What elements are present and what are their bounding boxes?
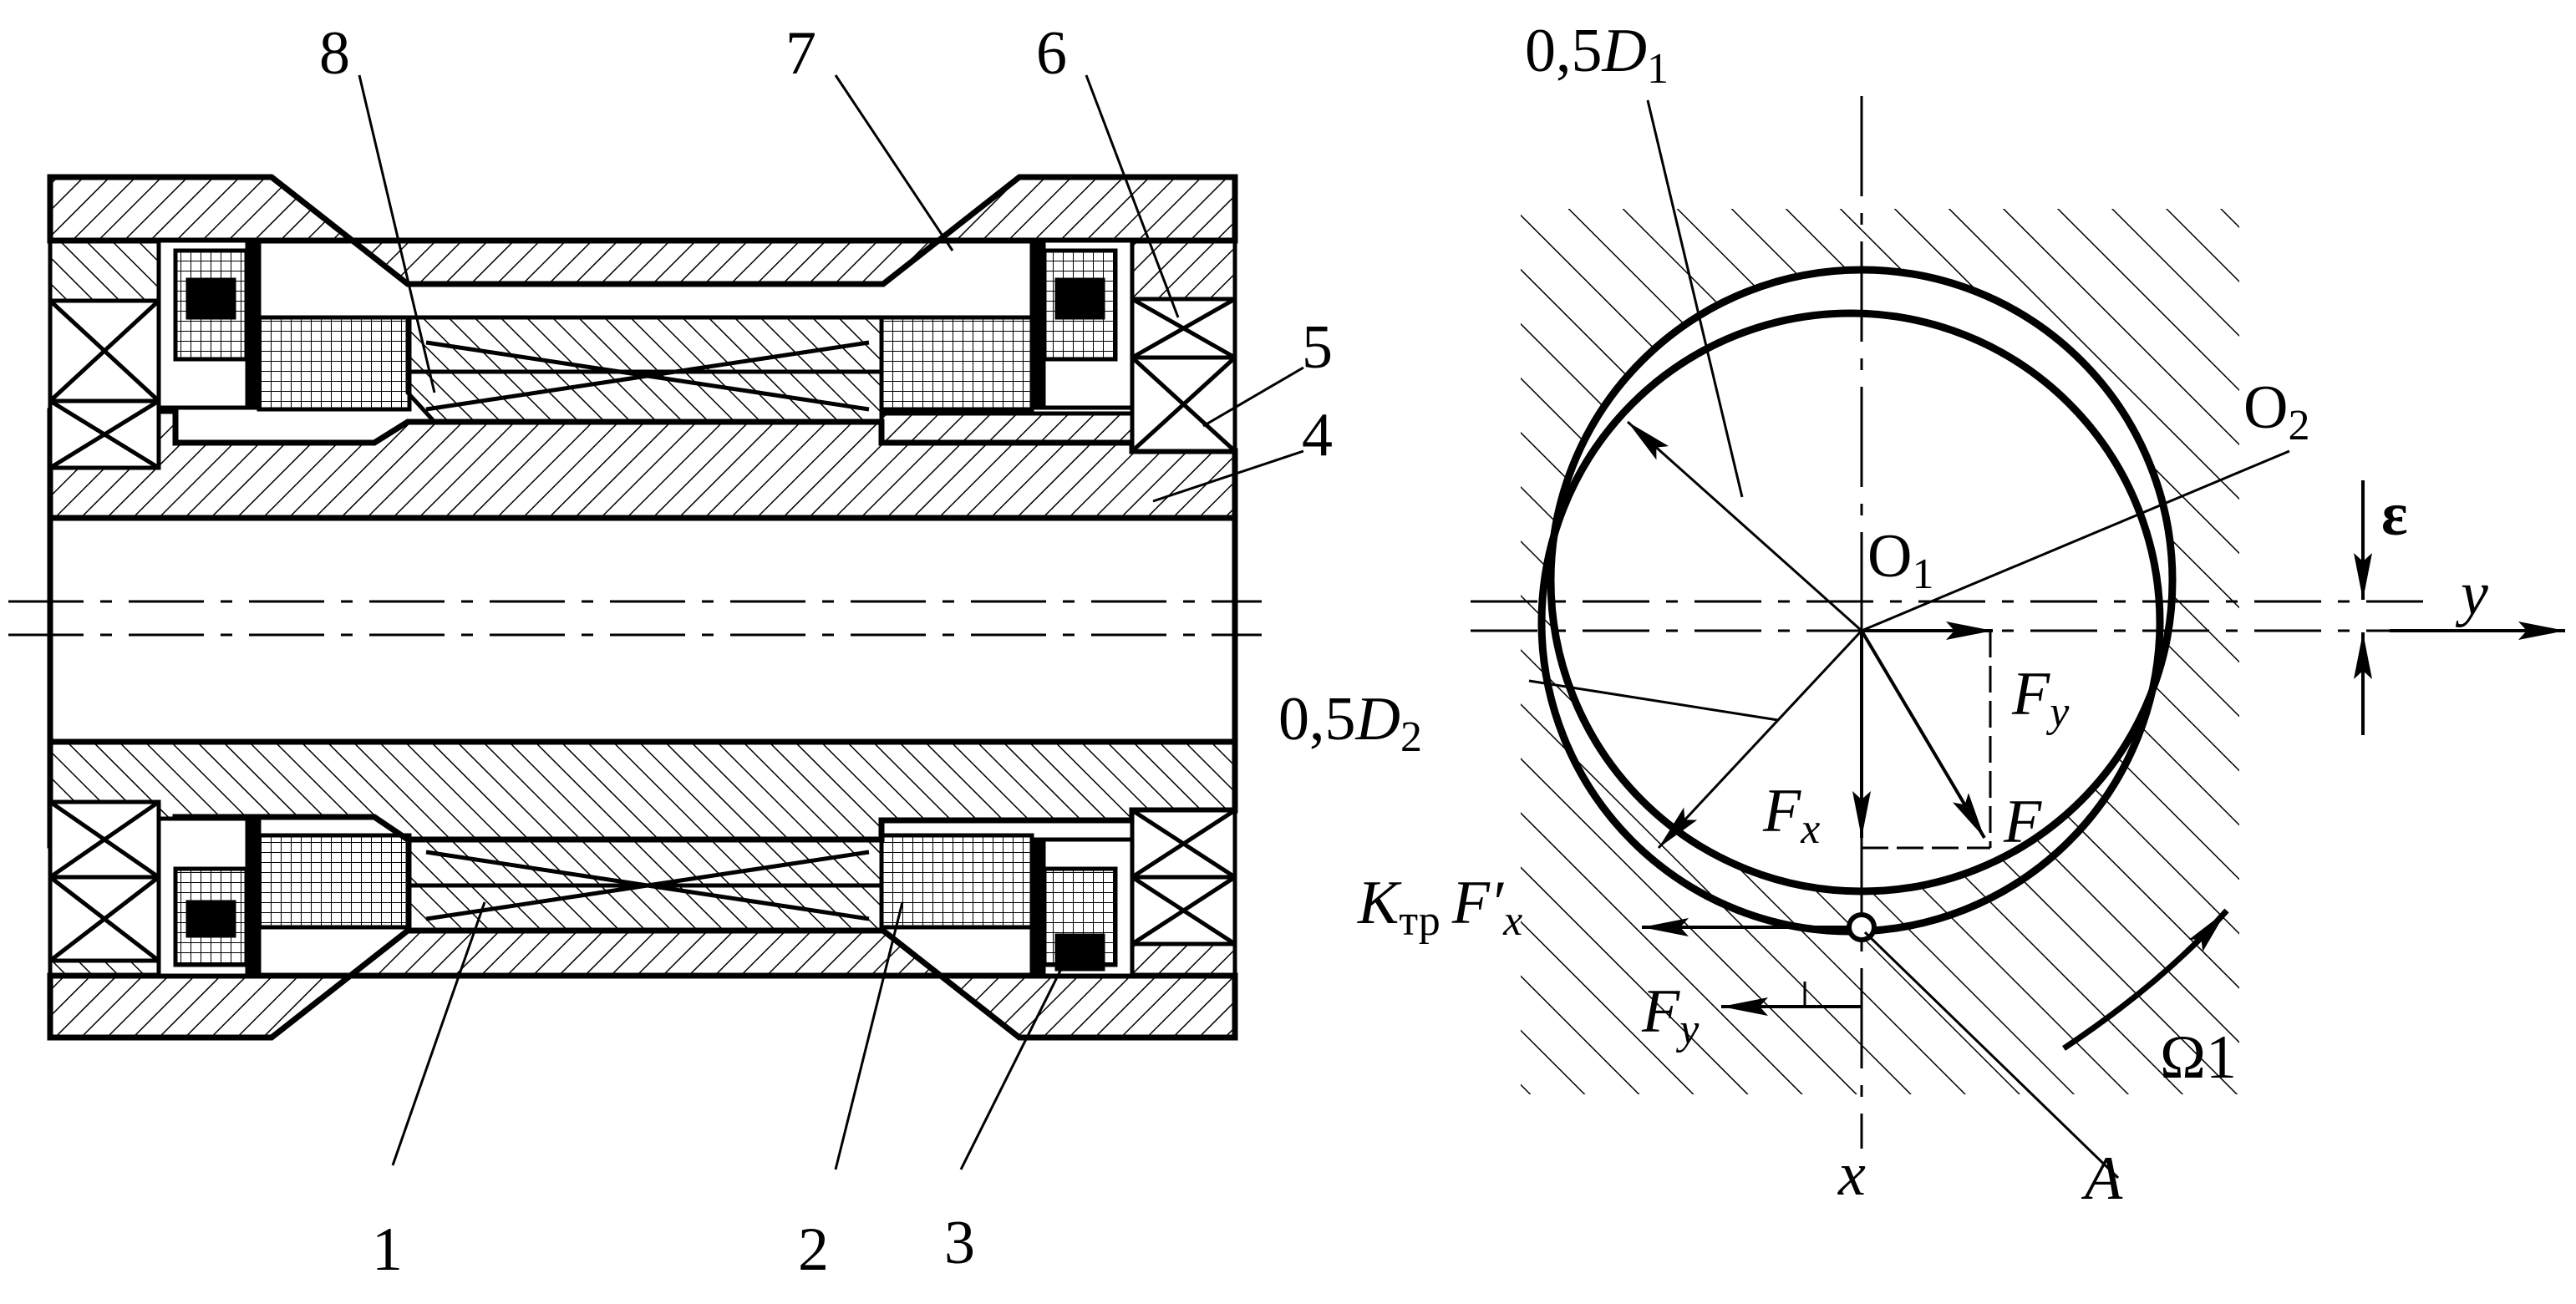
callout-8: 8: [319, 19, 350, 88]
label-fx: Fx: [1762, 777, 1820, 853]
callout-6: 6: [1036, 19, 1067, 88]
label-f: F: [2003, 788, 2042, 856]
center-axis-left: [8, 600, 1262, 637]
label-x-axis: x: [1837, 1140, 1866, 1209]
label-fy-lower: Fy: [1641, 977, 1700, 1053]
bottom-internal-components: [48, 799, 1237, 978]
bearing-section-view: 8 7 6 5 4 1 2 3: [8, 19, 1333, 1284]
label-epsilon: ε: [2381, 480, 2408, 549]
radius-d1-line: [1627, 420, 1862, 632]
shaft-bore: [47, 515, 1238, 745]
callout-5: 5: [1302, 313, 1333, 382]
callout-3: 3: [944, 1209, 975, 1277]
label-d1: 0,5D1: [1525, 17, 1669, 93]
label-fy-upper: Fy: [2011, 660, 2070, 736]
label-point-a: A: [2081, 1144, 2123, 1213]
rotation-arrow: [2062, 908, 2229, 1051]
leader-lines: [358, 74, 1304, 1170]
label-y-axis: y: [2455, 560, 2488, 628]
leader-a: [1863, 931, 2120, 1180]
housing-bottom: [47, 927, 1238, 1041]
callout-4: 4: [1302, 401, 1333, 469]
callout-2: 2: [798, 1215, 829, 1284]
radius-d2-line: [1657, 629, 1863, 850]
callout-labels: 8 7 6 5 4 1 2 3: [319, 19, 1333, 1284]
label-d2: 0,5D2: [1278, 685, 1422, 761]
housing-hatch: [1521, 209, 2239, 1094]
leader-d1: [1646, 99, 1744, 498]
f-arrow: [1860, 629, 1986, 840]
housing-top: [47, 174, 1238, 287]
eccentric-line-o2: [1861, 449, 2290, 632]
leader-d2: [1528, 679, 1779, 722]
label-o2: O2: [2243, 373, 2309, 449]
label-o1: O1: [1867, 522, 1933, 598]
top-internal-components: [48, 238, 1237, 470]
callout-7: 7: [785, 19, 816, 88]
label-omega: Ω1: [2160, 1023, 2237, 1092]
callout-1: 1: [372, 1215, 403, 1284]
